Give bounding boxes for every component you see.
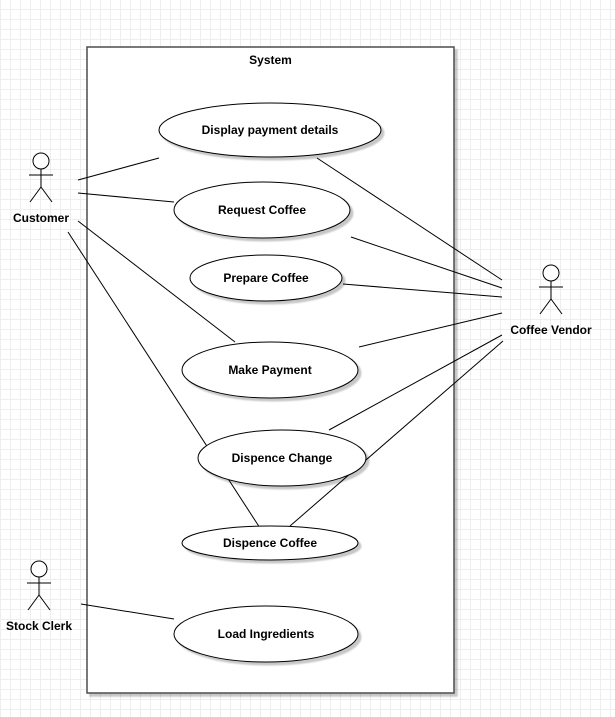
use-case-label: Display payment details [202,123,339,137]
use-case-request-coffee[interactable]: Request Coffee [173,181,351,239]
association-customer-request-coffee[interactable] [77,192,175,203]
association-vendor-dispence-change[interactable] [328,334,503,431]
actor-customer[interactable]: Customer [13,152,69,225]
use-case-label: Make Payment [228,363,311,377]
use-case-prepare-coffee[interactable]: Prepare Coffee [189,254,343,302]
actor-label: Stock Clerk [6,619,72,633]
stick-figure-icon [539,264,563,315]
use-case-display-payment-details[interactable]: Display payment details [158,102,382,158]
use-case-dispence-change[interactable]: Dispence Change [197,429,367,487]
actor-coffee-vendor[interactable]: Coffee Vendor [510,264,592,337]
system-title: System [249,53,292,67]
use-case-label: Request Coffee [218,203,306,217]
use-case-dispence-coffee[interactable]: Dispence Coffee [181,525,359,561]
use-case-label: Dispence Change [232,451,333,465]
association-customer-make-payment[interactable] [77,220,236,343]
actor-label: Customer [13,211,69,225]
use-case-label: Load Ingredients [218,627,315,641]
association-vendor-prepare-coffee[interactable] [342,283,503,298]
stick-figure-icon [29,152,53,203]
stick-figure-icon [27,560,51,611]
use-case-label: Prepare Coffee [223,271,309,285]
actor-label: Coffee Vendor [510,323,592,337]
association-customer-display-payment-details[interactable] [77,157,160,181]
use-case-load-ingredients[interactable]: Load Ingredients [173,605,359,663]
use-case-make-payment[interactable]: Make Payment [181,341,359,399]
association-vendor-make-payment[interactable] [358,312,503,348]
use-case-label: Dispence Coffee [223,536,317,550]
actor-stock-clerk[interactable]: Stock Clerk [6,560,72,633]
association-stock-clerk-load-ingredients[interactable] [80,603,175,620]
association-vendor-display-payment-details[interactable] [316,157,503,281]
association-vendor-dispence-coffee[interactable] [289,340,504,527]
association-vendor-request-coffee[interactable] [350,236,503,289]
